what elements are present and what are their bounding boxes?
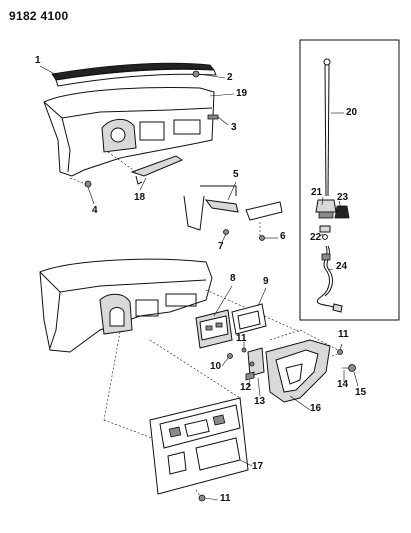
document-id: 9182 4100	[9, 9, 69, 23]
callout-23: 23	[337, 192, 349, 203]
callout-22: 22	[310, 232, 322, 243]
callout-24: 24	[336, 261, 348, 272]
lower-instrument-panel	[39, 258, 301, 421]
instrument-panel-support-bracket	[107, 151, 184, 191]
callout-17: 17	[252, 461, 264, 472]
callout-3: 3	[231, 122, 237, 133]
callout-14: 14	[337, 379, 349, 390]
radio-trim-bezel	[231, 287, 267, 335]
antenna-bezel-nut	[334, 205, 350, 219]
antenna-assembly-panel	[299, 39, 400, 321]
callout-11-bottom: 11	[220, 493, 231, 504]
callout-2: 2	[227, 72, 233, 83]
callout-11-mid: 11	[236, 333, 247, 344]
callout-21: 21	[311, 187, 323, 198]
callout-6: 6	[280, 231, 286, 242]
radio-assembly	[195, 285, 233, 349]
callout-5: 5	[233, 169, 239, 180]
callout-12: 12	[240, 382, 252, 393]
callout-7: 7	[218, 241, 224, 252]
mounting-bracket-detail	[183, 181, 283, 243]
antenna-body	[319, 225, 331, 240]
glove-box-assembly	[265, 339, 331, 411]
callout-10: 10	[210, 361, 222, 372]
callout-1: 1	[35, 55, 41, 66]
callout-16: 16	[310, 403, 322, 414]
callout-19: 19	[236, 88, 248, 99]
callout-4: 4	[92, 205, 98, 216]
antenna-mast	[323, 58, 331, 197]
antenna-adapter	[315, 199, 337, 219]
antenna-cable	[316, 245, 343, 313]
callout-9: 9	[263, 276, 269, 287]
instrument-panel-body	[43, 70, 235, 205]
glove-box-hinge-bracket	[245, 347, 265, 397]
callout-20: 20	[346, 107, 358, 118]
callout-11-right: 11	[338, 329, 349, 340]
callout-15: 15	[355, 387, 367, 398]
instrument-panel-top-pad	[39, 62, 217, 87]
callout-13: 13	[254, 396, 266, 407]
callout-8: 8	[230, 273, 236, 284]
cluster-bezel	[103, 339, 253, 502]
callout-18: 18	[134, 192, 146, 203]
upper-instrument-panel	[39, 62, 235, 205]
fasteners	[221, 329, 359, 387]
